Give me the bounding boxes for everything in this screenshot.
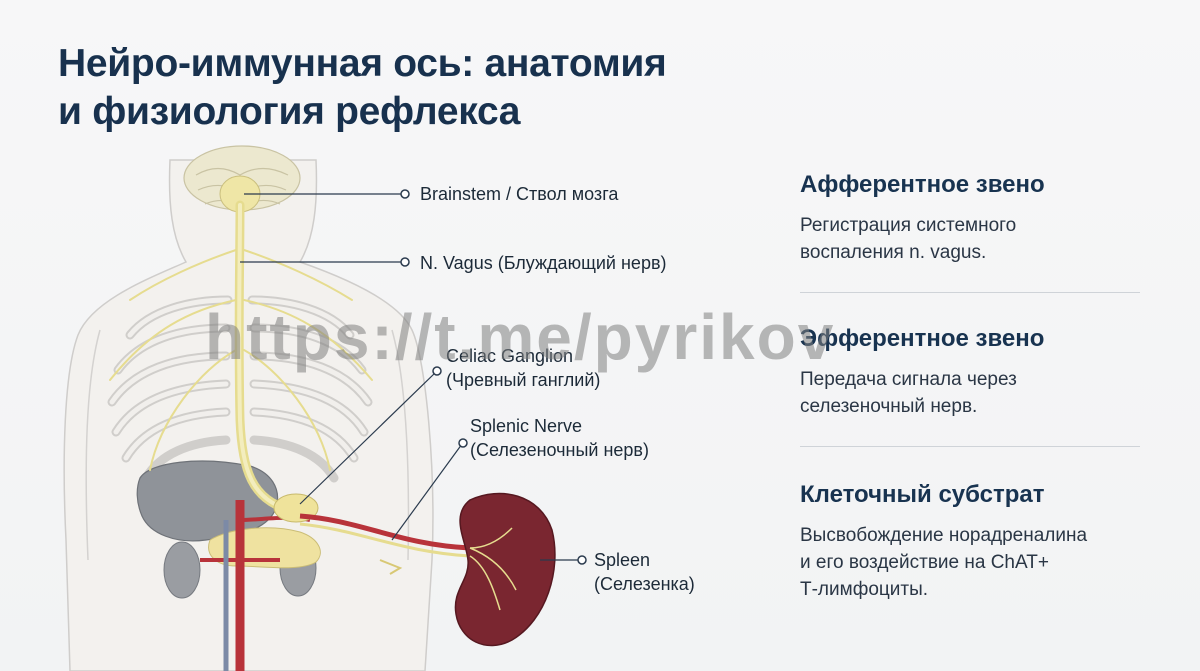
spleen-vessels — [469, 527, 517, 611]
callout-celiac-line-2: (Чревный ганглий) — [446, 370, 601, 390]
callout-splenic-nerve: Splenic Nerve (Селезеночный нерв) — [470, 414, 649, 462]
section-cellular-line-1: Высвобождение норадреналина — [800, 525, 1088, 546]
section-divider-1 — [800, 292, 1140, 293]
callout-splenic-line-2: (Селезеночный нерв) — [470, 440, 649, 460]
callout-brainstem-text: Brainstem / Ствол мозга — [420, 184, 619, 204]
callout-vagus-text: N. Vagus (Блуждающий нерв) — [420, 253, 667, 273]
section-cellular-substrate: Клеточный субстрат Высвобождение норадре… — [800, 480, 1145, 603]
section-afferent: Афферентное звено Регистрация системного… — [800, 170, 1145, 266]
callout-spleen-line-2: (Селезенка) — [594, 574, 695, 594]
body-outline — [63, 159, 434, 671]
section-cellular-text: Высвобождение норадреналина и его воздей… — [800, 522, 1145, 603]
section-efferent-heading: Эфферентное звено — [800, 325, 1045, 352]
callout-brainstem: Brainstem / Ствол мозга — [420, 182, 618, 206]
section-afferent-text: Регистрация системного воспаления n. vag… — [800, 212, 1145, 266]
callout-dots — [400, 189, 587, 565]
section-cellular-line-2: и его воздействие на ChAT+ — [800, 552, 1049, 573]
nerve-system — [109, 200, 373, 515]
callout-vagus: N. Vagus (Блуждающий нерв) — [420, 251, 667, 275]
left-arm-outline — [85, 329, 101, 561]
section-efferent: Эфферентное звено Передача сигнала через… — [800, 324, 1145, 420]
callout-spleen: Spleen (Селезенка) — [594, 548, 695, 596]
section-cellular-heading: Клеточный субстрат — [800, 481, 1045, 508]
section-efferent-text: Передача сигнала через селезеночный нерв… — [800, 366, 1145, 420]
page-title-line-1: Нейро-иммунная ось: анатомия — [58, 42, 667, 85]
section-divider-2 — [800, 446, 1140, 447]
page-title: Нейро-иммунная ось: анатомия и физиологи… — [58, 40, 758, 136]
callout-spleen-line-1: Spleen — [594, 550, 651, 570]
section-efferent-line-1: Передача сигнала через — [800, 369, 1017, 390]
callout-lines — [240, 193, 580, 561]
callout-celiac-ganglion: Celiac Ganglion (Чревный ганглий) — [446, 344, 600, 392]
splenic-nerve-path — [299, 522, 471, 558]
section-afferent-line-1: Регистрация системного — [800, 215, 1017, 236]
page-title-line-2: и физиология рефлекса — [58, 90, 521, 133]
section-cellular-line-3: Т-лимфоциты. — [800, 579, 929, 600]
splenic-artery — [299, 513, 471, 551]
signal-arrow — [379, 559, 403, 575]
section-afferent-line-2: воспаления n. vagus. — [800, 242, 987, 263]
section-efferent-line-2: селезеночный нерв. — [800, 396, 978, 417]
right-arm-outline — [391, 329, 410, 561]
callout-celiac-line-1: Celiac Ganglion — [446, 346, 574, 366]
left-kidney — [163, 541, 201, 599]
callout-splenic-line-1: Splenic Nerve — [470, 416, 583, 436]
spleen-shape — [454, 492, 556, 647]
section-afferent-heading: Афферентное звено — [800, 171, 1045, 198]
